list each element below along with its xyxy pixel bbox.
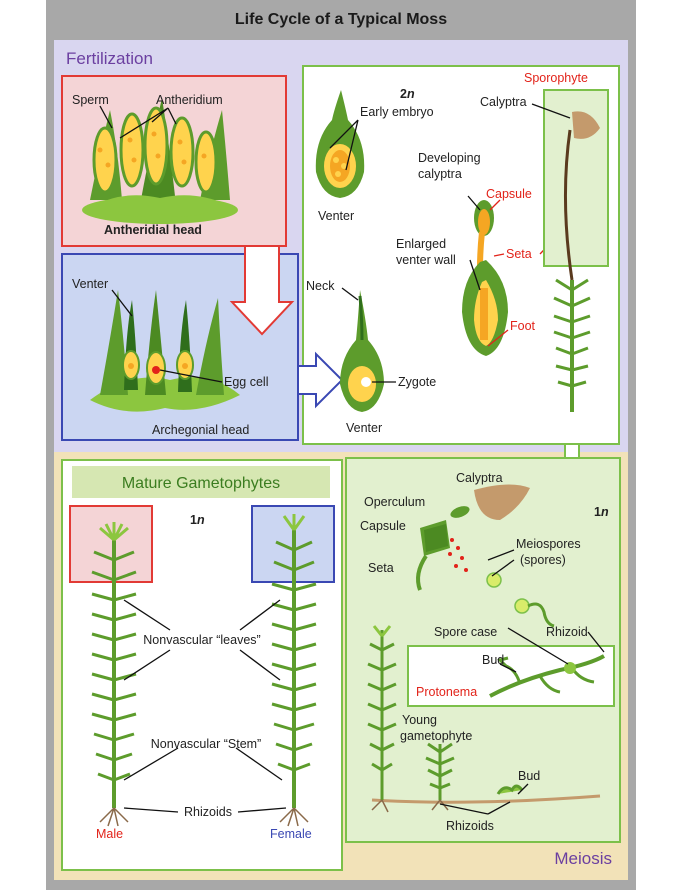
egg-cell-leader <box>159 369 223 383</box>
developing-calyptra-leader <box>467 195 481 211</box>
early-embryo-drawing <box>315 90 365 198</box>
spore-case-label: Spore case <box>434 625 497 639</box>
developing-calyptra-label-2: calyptra <box>418 167 462 181</box>
ploidy-2n: 2n <box>400 87 415 101</box>
spore-case-leader <box>507 627 569 665</box>
blue-hollow-arrow <box>297 351 344 409</box>
archegonial-head-drawing <box>90 290 240 412</box>
early-embryo-label: Early embryo <box>360 105 434 119</box>
protonema-box <box>407 645 615 707</box>
bud-ground-label: Bud <box>518 769 540 783</box>
female-label: Female <box>270 827 312 841</box>
neck-label: Neck <box>306 279 335 293</box>
meiospores-label-1: Meiospores <box>516 537 581 551</box>
enlarged-venter-leader <box>469 259 481 291</box>
rhizoids-left-leaders <box>123 807 287 813</box>
rhizoids-right-leaders <box>439 801 511 815</box>
germinating-spore-drawing <box>514 598 555 628</box>
capsule-label: Capsule <box>360 519 406 533</box>
ploidy-1n-left: 1n <box>190 513 205 527</box>
operculum-label: Operculum <box>364 495 425 509</box>
seta-red-leader <box>493 253 505 257</box>
mature-banner <box>72 466 330 498</box>
leaves-leaders <box>123 599 281 681</box>
rhizoids-left-label: Rhizoids <box>184 805 232 819</box>
nonvascular-stem-label: Nonvascular “Stem” <box>151 737 261 751</box>
ploidy-1n-right: 1n <box>594 505 609 519</box>
venter-top-label: Venter <box>72 277 108 291</box>
meiospores-label-2: (spores) <box>520 553 566 567</box>
female-gametophyte-drawing <box>271 514 317 827</box>
venter-embryo-label: Venter <box>318 209 354 223</box>
protonema-drawing <box>489 654 605 698</box>
antheridium-leaders <box>119 107 177 139</box>
capsule-release-drawing <box>416 484 530 591</box>
young-gametophytes-drawing <box>367 625 601 813</box>
rhizoid-leader <box>587 631 605 653</box>
enlarged-label-2: venter wall <box>396 253 456 267</box>
nonvascular-leaves-label: Nonvascular “leaves” <box>143 633 260 647</box>
seta-red-label: Seta <box>506 247 532 261</box>
protonema-label: Protonema <box>416 685 477 699</box>
mature-gametophytes-label: Mature Gametophytes <box>122 475 280 492</box>
fertilization-label: Fertilization <box>66 49 153 68</box>
calyptra-bottom-label: Calyptra <box>456 471 503 485</box>
capsule-red-label: Capsule <box>486 187 532 201</box>
antheridium-label: Antheridium <box>156 93 223 107</box>
young-label-2: gametophyte <box>400 729 472 743</box>
foot-leader <box>487 329 509 347</box>
meiosis-label: Meiosis <box>554 849 612 868</box>
rhizoids-right-label: Rhizoids <box>446 819 494 833</box>
sperm-leader <box>99 105 113 129</box>
calyptra-top-label: Calyptra <box>480 95 527 109</box>
early-embryo-leaders <box>329 119 359 171</box>
developing-sporophyte-drawing <box>462 200 508 356</box>
neck-leader <box>341 287 359 301</box>
seta-label: Seta <box>368 561 394 575</box>
egg-cell-label: Egg cell <box>224 375 268 389</box>
male-box <box>69 505 153 583</box>
antheridial-head-label: Antheridial head <box>104 223 202 237</box>
red-hollow-arrow <box>229 245 295 336</box>
venter-zygote-label: Venter <box>346 421 382 435</box>
antheridial-head-drawing <box>82 98 238 224</box>
venter-top-leader <box>111 289 133 317</box>
calyptra-top-leader <box>531 103 571 119</box>
sporophyte-plant-drawing <box>553 111 600 412</box>
developing-calyptra-label-1: Developing <box>418 151 481 165</box>
diagram-title: Life Cycle of a Typical Moss <box>235 11 447 28</box>
archegonial-head-label: Archegonial head <box>152 423 249 437</box>
rhizoid-label: Rhizoid <box>546 625 588 639</box>
bud-protonema-label: Bud <box>482 653 504 667</box>
meiospores-leaders <box>487 549 515 577</box>
sporophyte-label: Sporophyte <box>524 71 588 85</box>
stem-leaders <box>123 747 283 781</box>
male-label: Male <box>96 827 123 841</box>
bud-protonema-leader <box>499 663 517 673</box>
capsule-red-leader <box>489 199 501 211</box>
bud-ground-leader <box>517 783 529 795</box>
enlarged-label-1: Enlarged <box>396 237 446 251</box>
young-label-1: Young <box>402 713 437 727</box>
foot-label: Foot <box>510 319 536 333</box>
sperm-label: Sperm <box>72 93 109 107</box>
male-gametophyte-drawing <box>91 522 137 827</box>
zygote-label: Zygote <box>398 375 436 389</box>
